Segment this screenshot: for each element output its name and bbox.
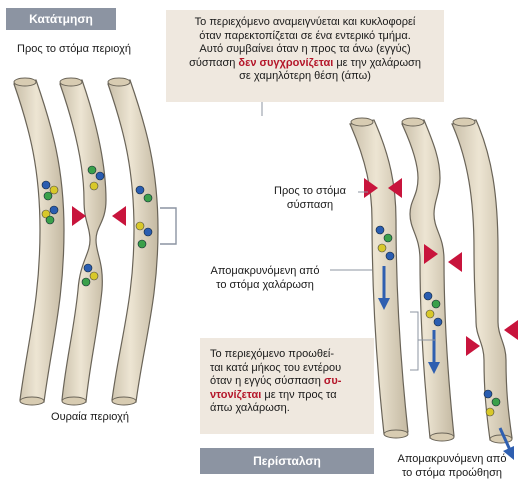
peristalsis-tube-2 bbox=[401, 117, 455, 442]
oral-contraction-label: Προς το στόμα σύσπαση bbox=[262, 184, 358, 212]
peristalsis-note-line-3-pre: όταν η εγγύς σύσπαση bbox=[210, 375, 324, 387]
segmentation-note-line-4-post: με την χαλάρωση bbox=[333, 56, 421, 69]
peristalsis-note-emphasis-2: ντονίζεται bbox=[210, 388, 262, 401]
aboral-relaxation-line-2: το στόμα χαλάρωση bbox=[216, 279, 314, 291]
peristalsis-note: Το περιεχόμενο προωθεί- ται κατά μήκος τ… bbox=[200, 338, 374, 434]
oral-region-label: Προς το στόμα περιοχή bbox=[17, 43, 131, 55]
segmentation-header: Κατάτμηση bbox=[6, 8, 116, 30]
contraction-arrow-icon bbox=[72, 206, 126, 226]
chyme-particle-icon bbox=[375, 225, 501, 417]
segmentation-note-line-4: σύσπαση δεν συγχρονίζεται με την χαλάρωσ… bbox=[166, 57, 444, 71]
peristalsis-note-line-4: ντονίζεται με την προς τα bbox=[210, 389, 374, 403]
oral-contraction-line-2: σύσπαση bbox=[286, 199, 334, 211]
label-leader-lines bbox=[330, 191, 436, 371]
peristalsis-note-emphasis-1: συ- bbox=[323, 375, 342, 387]
flow-arrow-icon bbox=[378, 266, 514, 460]
peristalsis-note-line-3: όταν η εγγύς σύσπαση συ- bbox=[210, 375, 374, 389]
segmentation-tube-2 bbox=[59, 77, 107, 406]
segmentation-tube-3 bbox=[107, 77, 159, 406]
chyme-particle-icon bbox=[41, 165, 153, 287]
segmentation-note-line-4-pre: σύσπαση bbox=[189, 56, 239, 69]
segmentation-note-line-3: Αυτό συμβαίνει όταν η προς τα άνω (εγγύς… bbox=[199, 43, 411, 55]
segmentation-note-line-1: Το περιεχόμενο αναμειγνύεται και κυκλοφο… bbox=[194, 16, 416, 28]
aboral-relaxation-line-1: Απομακρυνόμενη από bbox=[210, 265, 320, 277]
aboral-region-label: Ουραία περιοχή bbox=[51, 411, 129, 423]
peristalsis-header: Περίσταλση bbox=[200, 448, 374, 474]
segmentation-note-line-2: όταν παρεκτοπίζεται σε ένα εντερικό τμήμ… bbox=[199, 29, 411, 42]
aboral-relaxation-label: Απομακρυνόμενη από το στόμα χαλάρωση bbox=[200, 264, 330, 292]
segmentation-note: Το περιεχόμενο αναμειγνύεται και κυκλοφο… bbox=[166, 10, 444, 102]
segmentation-tube-1 bbox=[13, 77, 65, 406]
peristalsis-note-line-1: Το περιεχόμενο προωθεί- bbox=[210, 348, 334, 360]
peristalsis-note-line-5: άπω χαλάρωση. bbox=[210, 402, 290, 414]
segmentation-note-line-5: σε χαμηλότερη θέση (άπω) bbox=[239, 70, 371, 82]
oral-contraction-line-1: Προς το στόμα bbox=[274, 185, 346, 197]
peristalsis-tube-3 bbox=[451, 117, 513, 444]
aboral-propulsion-line-1: Απομακρυνόμενη από bbox=[397, 453, 507, 465]
contraction-arrow-icon bbox=[364, 178, 518, 356]
peristalsis-tube-1 bbox=[349, 117, 409, 439]
aboral-propulsion-line-2: το στόμα προώθηση bbox=[401, 467, 503, 479]
segmentation-note-emphasis: δεν συγχρονίζεται bbox=[238, 56, 334, 69]
peristalsis-note-line-4-post: με την προς τα bbox=[261, 388, 337, 401]
aboral-propulsion-label: Απομακρυνόμενη από το στόμα προώθηση bbox=[384, 452, 520, 480]
segment-bracket bbox=[160, 207, 177, 245]
peristalsis-note-line-2: ται κατά μήκος του εντέρου bbox=[210, 361, 342, 374]
